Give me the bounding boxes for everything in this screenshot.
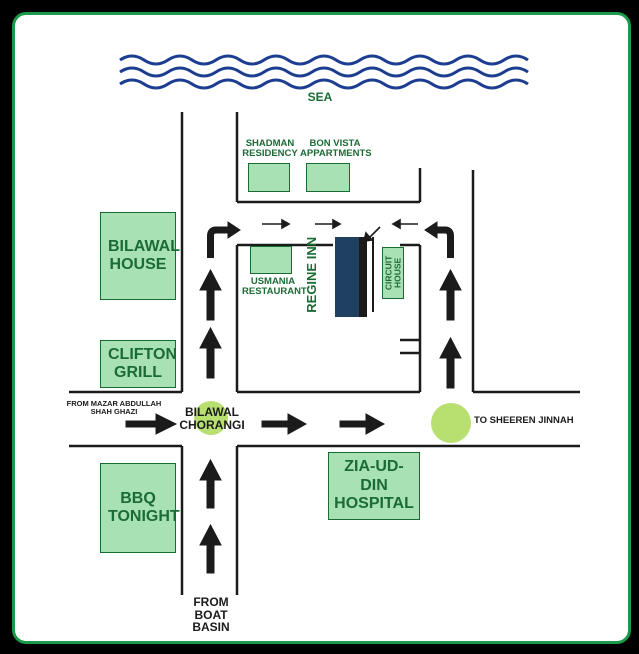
zia-ud-din-label: ZIA-UD-DIN HOSPITAL bbox=[334, 458, 414, 513]
from-boat-basin-label: FROM BOAT BASIN bbox=[192, 595, 230, 635]
zia-ud-din-hospital: ZIA-UD-DIN HOSPITAL bbox=[328, 452, 420, 520]
bilawal-house-label: BILAWAL HOUSE bbox=[108, 237, 180, 273]
shadman-box bbox=[248, 163, 290, 192]
bilawal-house: BILAWAL HOUSE bbox=[100, 212, 180, 300]
arrow-bend-left bbox=[207, 221, 241, 258]
bbq-tonight: BBQ TONIGHT bbox=[100, 463, 180, 553]
thin-arrows bbox=[262, 218, 418, 242]
road-lines bbox=[69, 112, 580, 595]
arrow-up-4 bbox=[199, 268, 222, 321]
arrow-up-3 bbox=[199, 326, 222, 379]
sheeren-roundabout bbox=[431, 403, 471, 443]
arrow-up-1 bbox=[199, 523, 222, 574]
arrow-up-6 bbox=[439, 268, 462, 321]
regine-inn-building bbox=[335, 237, 359, 317]
thin-arrow-3 bbox=[391, 218, 418, 230]
arrow-up-5 bbox=[439, 336, 462, 389]
circuit-house-label: CIRCUIT HOUSE bbox=[383, 255, 403, 291]
shadman-label: SHADMAN RESIDENCY bbox=[242, 138, 298, 159]
usmania-box bbox=[250, 246, 292, 274]
arrow-right-1 bbox=[125, 413, 178, 435]
sea-waves bbox=[119, 54, 529, 90]
regine-inn-shadow bbox=[359, 237, 367, 317]
bbq-tonight-label: BBQ TONIGHT bbox=[108, 489, 180, 525]
circuit-house: CIRCUIT HOUSE bbox=[382, 247, 404, 299]
arrow-up-2 bbox=[199, 458, 222, 509]
thin-arrow-2 bbox=[315, 218, 342, 230]
from-mazar-label: FROM MAZAR ABDULLAH SHAH GHAZI bbox=[66, 399, 162, 416]
bilawal-chorangi-roundabout bbox=[194, 401, 228, 435]
to-sheeren-label: TO SHEEREN JINNAH bbox=[474, 415, 574, 426]
regine-inn-label: REGINE INN bbox=[304, 236, 320, 313]
bon-vista-box bbox=[306, 163, 350, 192]
arrow-right-2 bbox=[261, 413, 308, 435]
clifton-grill: CLIFTON GRILL bbox=[100, 340, 178, 388]
usmania-label: USMANIA RESTAURANT bbox=[242, 276, 307, 297]
sea-label: SEA bbox=[307, 90, 333, 104]
thin-arrow-1 bbox=[262, 218, 291, 230]
clifton-grill-label: CLIFTON GRILL bbox=[108, 345, 178, 381]
traffic-arrows bbox=[125, 221, 462, 574]
bilawal-chorangi-label: BILAWAL CHORANGI bbox=[179, 405, 245, 432]
arrow-right-3 bbox=[339, 413, 386, 435]
arrow-bend-right bbox=[424, 221, 454, 258]
bon-vista-label: BON VISTA APPARTMENTS bbox=[300, 138, 372, 159]
